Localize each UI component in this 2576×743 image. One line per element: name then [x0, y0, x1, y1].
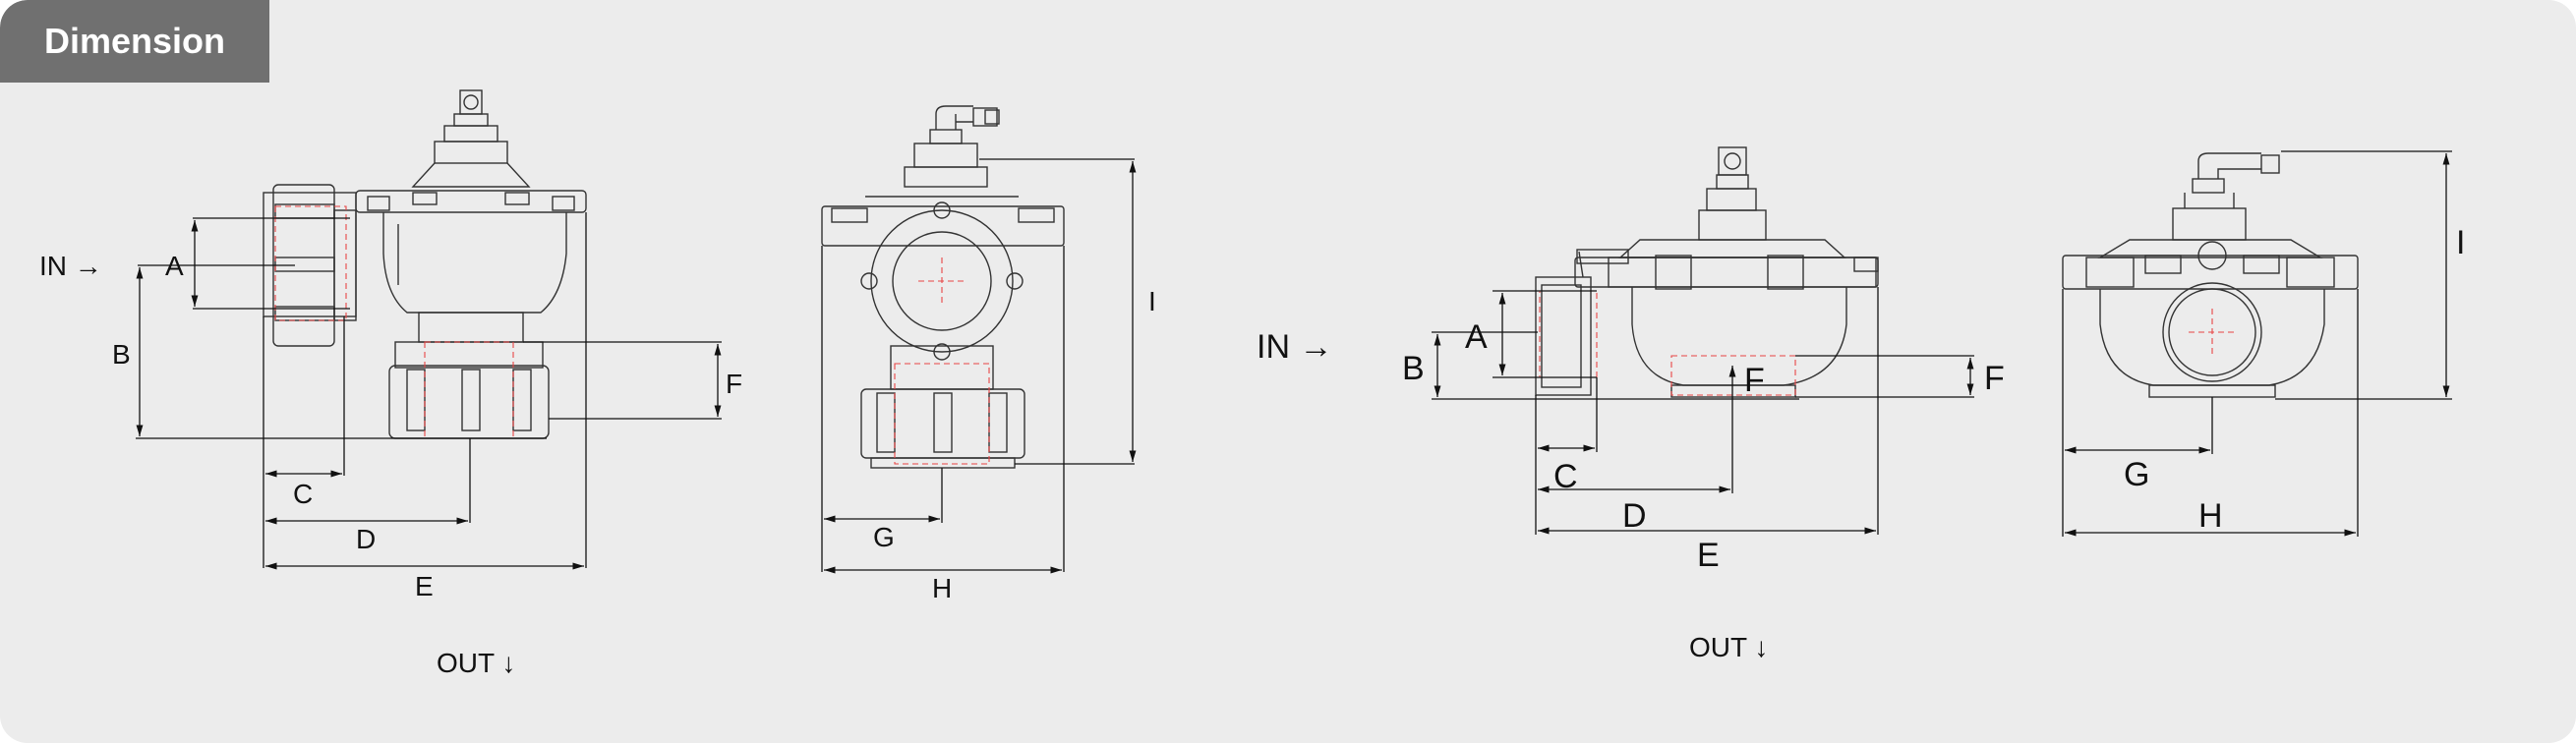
dim-label-f-1: F: [726, 369, 742, 399]
inlet-label-2: IN →: [1257, 328, 1332, 366]
dim-label-h-1: H: [932, 573, 952, 603]
outlet-label-2: OUT ↓: [1689, 632, 1768, 662]
dim-label-f-2: F: [1984, 360, 2005, 397]
section-tab: Dimension: [0, 0, 269, 83]
dim-label-i-1: I: [1148, 286, 1156, 316]
valve-2-side-view: [1432, 146, 1974, 535]
dim-label-d-2: D: [1622, 497, 1647, 535]
outlet-label-1: OUT ↓: [437, 648, 515, 678]
dim-label-b-1: B: [112, 339, 131, 370]
dim-label-h-2: H: [2198, 497, 2223, 535]
dim-label-i-2: I: [2456, 224, 2465, 261]
dim-label-e-1: E: [415, 571, 434, 601]
dim-label-c-1: C: [293, 479, 313, 509]
dim-label-g-1: G: [873, 522, 895, 552]
dim-label-d-1: D: [356, 524, 376, 554]
dim-label-a-2: A: [1465, 318, 1488, 356]
dim-label-c-2: C: [1553, 458, 1578, 495]
dim-label-a-1: A: [165, 251, 184, 281]
valve-1-side-view: [136, 89, 722, 570]
dim-label-f-inner-2: F: [1744, 362, 1765, 399]
dim-label-g-2: G: [2124, 456, 2149, 493]
valve-1-front-view: [821, 105, 1137, 574]
inlet-label-1: IN →: [39, 251, 102, 281]
dim-label-b-2: B: [1402, 350, 1425, 387]
dim-label-e-2: E: [1697, 537, 1720, 574]
valve-2-front-view: [2062, 150, 2452, 537]
section-title: Dimension: [43, 21, 226, 61]
